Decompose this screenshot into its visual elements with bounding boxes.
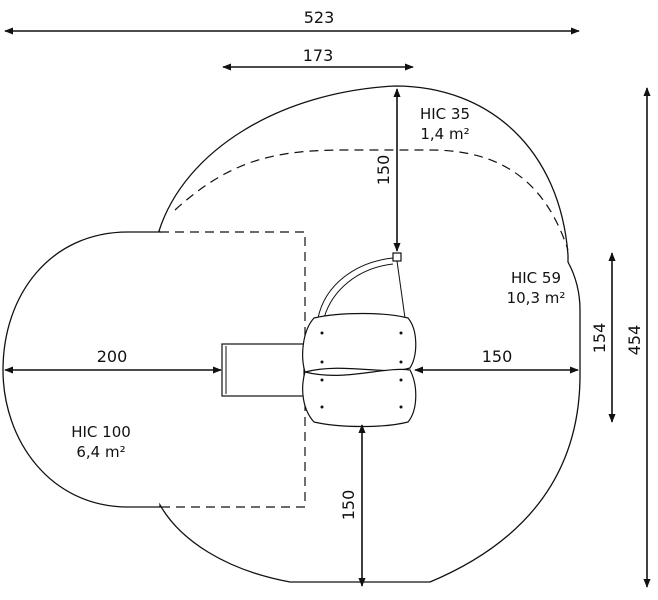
zone-right-hic: HIC 59 [511, 269, 561, 287]
climbing-arch [317, 252, 406, 319]
dim-label-overall-width: 523 [304, 8, 335, 27]
dim-label-top-width: 173 [303, 46, 334, 65]
slide [221, 343, 305, 397]
safety-zone-outline [2, 85, 581, 583]
zone-left-hic: HIC 100 [71, 423, 131, 441]
zone-top-hic: HIC 35 [420, 105, 470, 123]
dim-label-bottom-depth: 150 [339, 490, 358, 521]
dim-label-inner-height: 154 [590, 323, 609, 354]
zone-top-area: 1,4 m² [420, 125, 469, 143]
dim-label-overall-height: 454 [625, 325, 644, 356]
dim-label-left-depth: 200 [97, 347, 128, 366]
dashed-zone-top [174, 149, 569, 251]
dim-label-top-depth: 150 [374, 155, 393, 186]
platform [302, 312, 417, 428]
zone-left-area: 6,4 m² [76, 443, 125, 461]
dim-label-right-depth: 150 [482, 347, 513, 366]
zone-right-area: 10,3 m² [507, 289, 566, 307]
